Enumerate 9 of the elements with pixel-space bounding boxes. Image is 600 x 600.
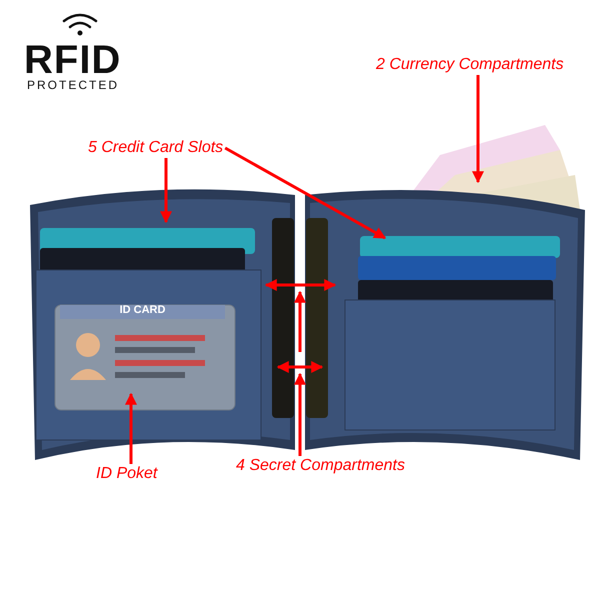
callout-label: 2 Currency Compartments bbox=[376, 55, 564, 75]
arrow bbox=[125, 392, 137, 464]
id-card-title: ID CARD bbox=[118, 304, 166, 316]
arrow bbox=[472, 75, 484, 184]
arrow bbox=[224, 146, 386, 240]
arrow bbox=[160, 158, 172, 224]
callout-label: 4 Secret Compartments bbox=[236, 456, 405, 476]
callout-label: ID Poket bbox=[96, 464, 158, 484]
callout-label: 5 Credit Card Slots bbox=[88, 138, 224, 158]
